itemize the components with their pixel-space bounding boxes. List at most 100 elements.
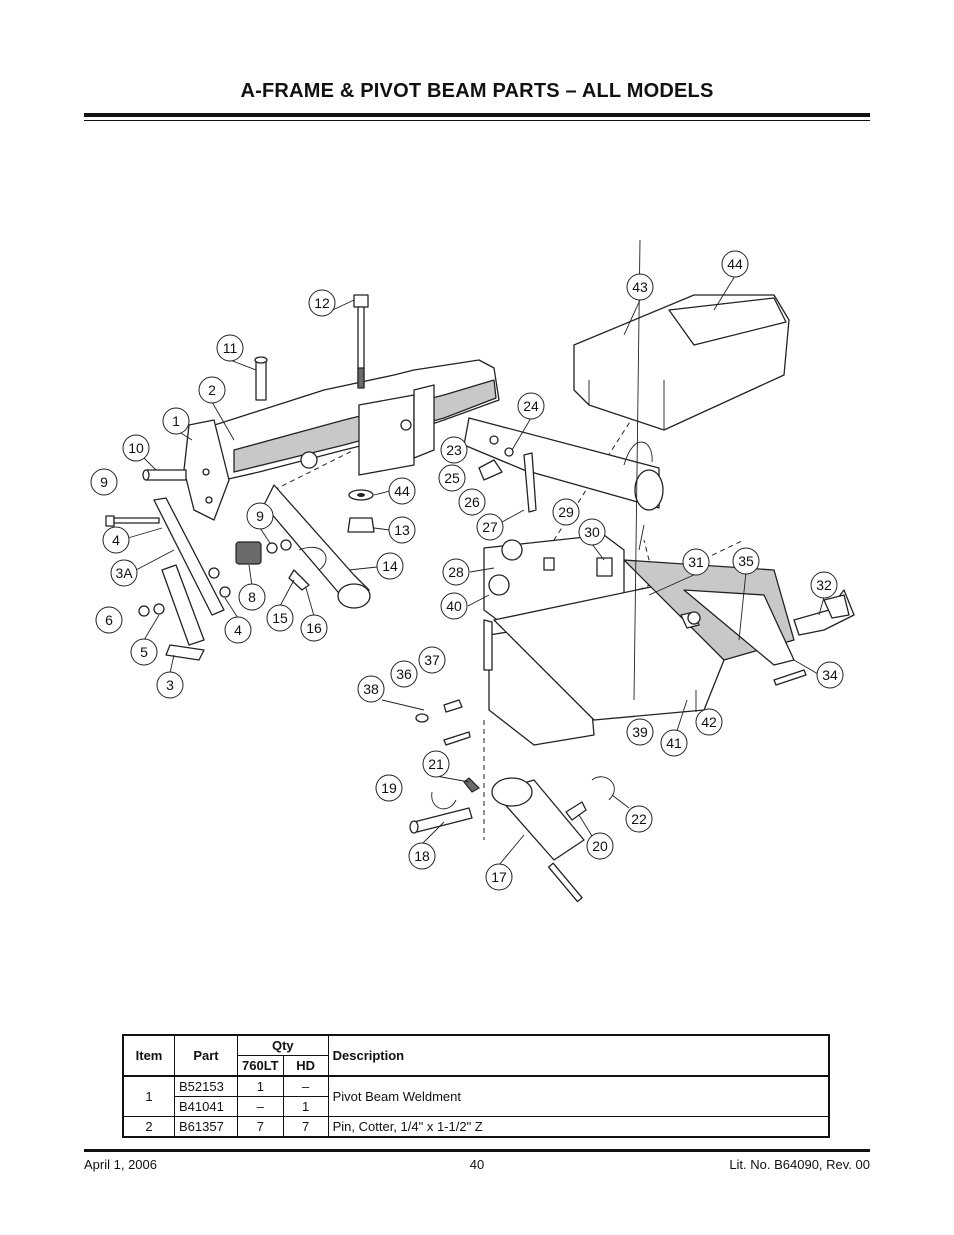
callout: 30 — [578, 518, 606, 561]
svg-text:39: 39 — [632, 724, 648, 740]
callout: 39 — [626, 240, 654, 746]
svg-text:20: 20 — [592, 838, 608, 854]
table-row: 2 B61357 7 7 Pin, Cotter, 1/4" x 1-1/2" … — [122, 1116, 830, 1138]
long-bolt — [353, 294, 369, 389]
svg-text:9: 9 — [100, 474, 108, 490]
svg-text:28: 28 — [448, 564, 464, 580]
svg-text:41: 41 — [666, 735, 682, 751]
svg-text:44: 44 — [394, 483, 410, 499]
footer-date: April 1, 2006 — [84, 1157, 157, 1172]
cover — [573, 294, 790, 431]
callout: 36 — [390, 660, 418, 688]
fittings-10-16-17 — [266, 539, 327, 591]
clip-20 — [431, 791, 457, 810]
callout: 29 — [552, 498, 580, 526]
svg-text:32: 32 — [816, 577, 832, 593]
svg-text:3: 3 — [166, 677, 174, 693]
bolt-8 — [105, 515, 160, 527]
svg-text:2: 2 — [208, 382, 216, 398]
callout: 42 — [695, 690, 723, 736]
cell-qty-760lt: – — [237, 1096, 284, 1117]
header-item: Item — [122, 1034, 175, 1077]
callout: 43 — [623, 273, 654, 336]
cell-qty-hd: 7 — [282, 1116, 329, 1138]
callout: 34 — [793, 659, 844, 689]
pin-11 — [142, 469, 187, 481]
callout: 25 — [438, 464, 466, 492]
misc-hardware — [415, 435, 807, 746]
svg-text:42: 42 — [701, 714, 717, 730]
cell-description: Pivot Beam Weldment — [327, 1075, 830, 1117]
table-row: 1 B52153 1 – Pivot Beam Weldment — [122, 1075, 830, 1117]
svg-text:17: 17 — [491, 869, 507, 885]
svg-text:18: 18 — [414, 848, 430, 864]
title-rule-thick — [84, 113, 870, 117]
parts-table: Item Part Qty Description 760LT HD 1 B52… — [122, 1034, 830, 1138]
callout-labels: 12 11 2 1 10 9 4 3A 6 5 3 4 8 9 15 16 14… — [90, 240, 844, 891]
svg-text:15: 15 — [272, 610, 288, 626]
callout: 13 — [373, 516, 416, 544]
svg-text:30: 30 — [584, 524, 600, 540]
callout: 15 — [266, 579, 295, 632]
svg-text:4: 4 — [234, 622, 242, 638]
tube-15 — [263, 484, 371, 609]
pivot-beam-weldment — [183, 359, 500, 521]
header-qty-hd: HD — [282, 1055, 329, 1077]
svg-text:5: 5 — [140, 644, 148, 660]
svg-text:11: 11 — [223, 340, 238, 356]
callout: 12 — [308, 289, 355, 317]
callout: 38 — [357, 675, 425, 711]
callout: 23 — [440, 436, 468, 464]
svg-text:21: 21 — [428, 756, 444, 772]
cell-part: B41041 — [174, 1096, 238, 1117]
cell-qty-hd: – — [282, 1075, 329, 1097]
left-plates — [153, 497, 225, 661]
callout: 35 — [732, 547, 760, 641]
header-part: Part — [174, 1034, 238, 1077]
footer-page-number: 40 — [469, 1157, 485, 1172]
callout: 9 — [90, 468, 118, 496]
fitting-22 — [565, 801, 587, 821]
footer-lit-no: Lit. No. B64090, Rev. 00 — [729, 1157, 870, 1172]
cell-item: 2 — [122, 1116, 175, 1138]
svg-text:43: 43 — [632, 279, 648, 295]
header-description: Description — [327, 1034, 830, 1077]
svg-text:12: 12 — [314, 295, 330, 311]
svg-text:16: 16 — [306, 620, 322, 636]
callout: 6 — [95, 606, 123, 634]
callout: 20 — [578, 814, 614, 860]
callout: 40 — [440, 592, 490, 620]
callout: 17 — [485, 834, 525, 891]
cell-part: B61357 — [174, 1116, 238, 1138]
svg-text:44: 44 — [727, 256, 743, 272]
svg-text:40: 40 — [446, 598, 462, 614]
header-qty: Qty — [237, 1034, 329, 1056]
grease-fitting-21 — [463, 777, 480, 793]
cell-qty-760lt: 1 — [237, 1075, 284, 1097]
callout: 26 — [458, 488, 486, 516]
title-rule-thin — [84, 120, 870, 121]
svg-text:1: 1 — [172, 413, 180, 429]
spring-9 — [235, 541, 262, 565]
callout: 1 — [162, 407, 193, 441]
svg-text:26: 26 — [464, 494, 480, 510]
callout: 14 — [348, 552, 404, 580]
table-row: B41041 – 1 — [123, 1096, 829, 1117]
cell-description: Pin, Cotter, 1/4" x 1-1/2" Z — [327, 1116, 830, 1138]
callout: 2 — [198, 376, 235, 441]
callout: 27 — [476, 509, 525, 541]
callout: 10 — [122, 434, 157, 471]
svg-text:38: 38 — [363, 681, 379, 697]
small-hardware — [138, 567, 231, 617]
svg-text:37: 37 — [424, 652, 440, 668]
callout: 3A — [110, 549, 175, 587]
svg-text:9: 9 — [256, 508, 264, 524]
cell-qty-hd: 1 — [282, 1096, 329, 1117]
svg-text:8: 8 — [248, 589, 256, 605]
exploded-parts-diagram: 12 11 2 1 10 9 4 3A 6 5 3 4 8 9 15 16 14… — [90, 240, 855, 903]
callout: 32 — [810, 571, 838, 616]
clip-23 — [591, 776, 615, 801]
cylinder-18 — [491, 777, 585, 903]
washer-and-nut — [347, 489, 375, 533]
cell-item: 1 — [122, 1075, 175, 1117]
